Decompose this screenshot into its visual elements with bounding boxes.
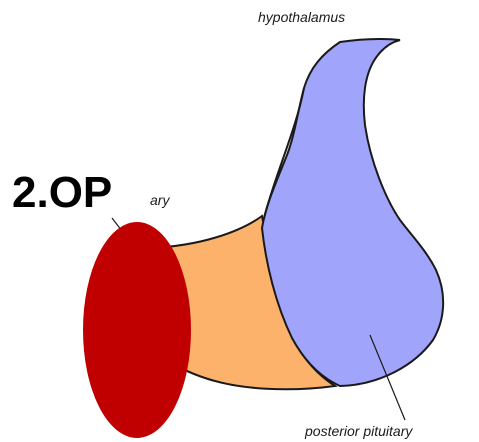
posterior-pituitary-label: posterior pituitary — [304, 423, 413, 439]
anterior-pituitary-partial-label: ary — [150, 192, 170, 208]
posterior-pituitary-shape — [262, 39, 443, 386]
hypothalamus-label: hypothalamus — [258, 9, 345, 25]
overlay-number-label: 2.OP — [12, 168, 112, 217]
red-overlay-ellipse — [83, 222, 191, 438]
